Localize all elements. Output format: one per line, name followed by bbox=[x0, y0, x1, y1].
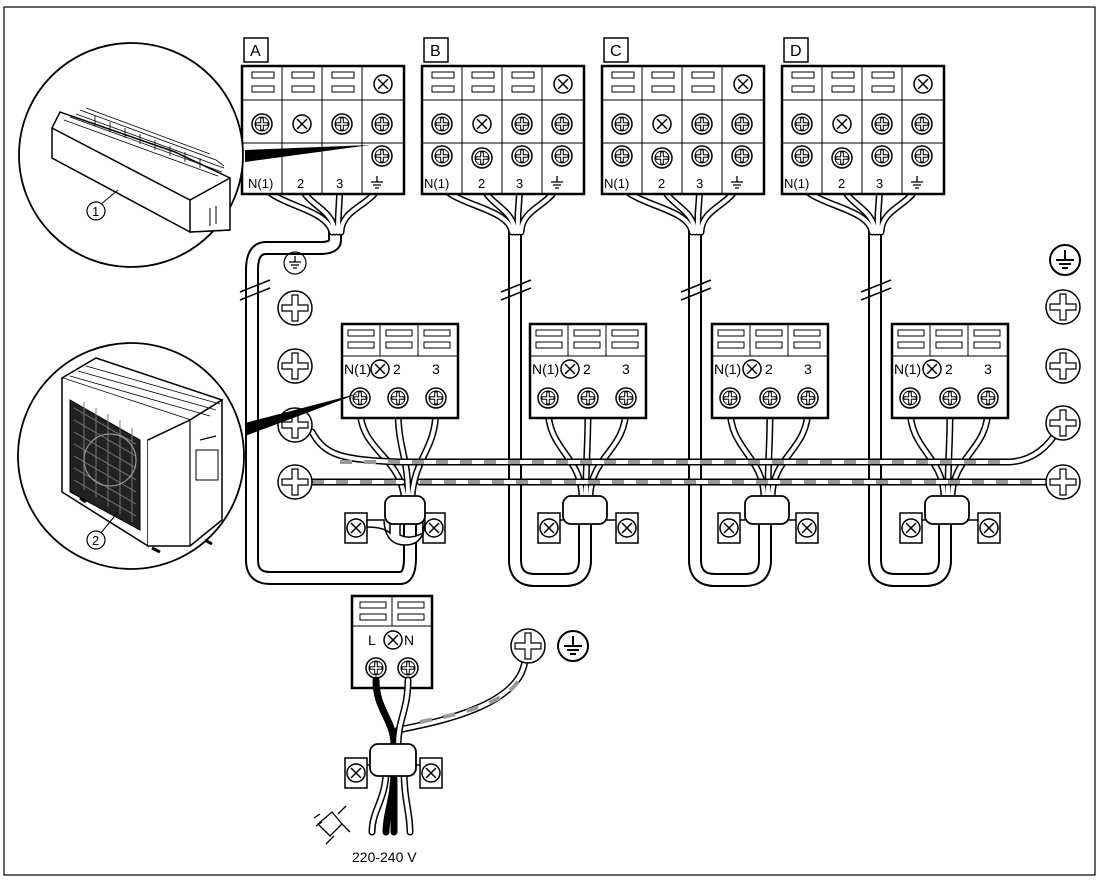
indoor-label-d: D bbox=[790, 43, 802, 60]
outdoor-terminal-2: 2 bbox=[393, 361, 401, 377]
earth-wires bbox=[308, 426, 1064, 734]
outdoor-terminal-3: 3 bbox=[622, 361, 630, 377]
cable-clamp-icon bbox=[344, 495, 1001, 546]
terminal-label-2: 2 bbox=[478, 176, 485, 191]
indoor-wires bbox=[258, 174, 922, 236]
power-plug-icon bbox=[313, 805, 351, 845]
outdoor-terminal-n1: N(1) bbox=[532, 361, 559, 377]
indoor-letter-labels: A B C D bbox=[243, 37, 809, 63]
earth-ground-icon bbox=[1049, 244, 1081, 276]
earth-ground-icon bbox=[557, 630, 589, 662]
terminal-label-n1: N(1) bbox=[424, 176, 449, 191]
outdoor-block-D: N(1) 2 3 bbox=[890, 322, 1010, 420]
terminal-label-2: 2 bbox=[658, 176, 665, 191]
indoor-block-C: N(1) 2 3 bbox=[600, 64, 766, 196]
terminal-label-n1: N(1) bbox=[784, 176, 809, 191]
frame bbox=[3, 6, 1096, 876]
supply-voltage-label: 220-240 V bbox=[352, 849, 417, 865]
terminal-label-3: 3 bbox=[516, 176, 523, 191]
interconnect-cables bbox=[245, 225, 952, 587]
terminal-label-2: 2 bbox=[297, 176, 304, 191]
indoor-block-B: N(1) 2 3 bbox=[420, 64, 586, 196]
terminal-label-2: 2 bbox=[838, 176, 845, 191]
callout-number-1: 1 bbox=[92, 204, 99, 219]
terminal-label-n1: N(1) bbox=[248, 176, 273, 191]
outdoor-terminal-3: 3 bbox=[432, 361, 440, 377]
terminal-label-3: 3 bbox=[696, 176, 703, 191]
indoor-unit-callout: 1 bbox=[18, 42, 370, 268]
indoor-block-A: N(1) 2 3 bbox=[240, 64, 406, 196]
cable-earth-icon bbox=[288, 255, 302, 269]
indoor-block-D: N(1) 2 3 bbox=[780, 64, 946, 196]
outdoor-block-A: N(1) 2 3 bbox=[340, 322, 460, 420]
power-terminal-l: L bbox=[368, 632, 376, 648]
outdoor-terminal-2: 2 bbox=[765, 361, 773, 377]
outdoor-terminal-3: 3 bbox=[804, 361, 812, 377]
indoor-label-c: C bbox=[610, 43, 622, 60]
outdoor-terminal-2: 2 bbox=[945, 361, 953, 377]
outdoor-block-C: N(1) 2 3 bbox=[710, 322, 830, 420]
outdoor-terminal-3: 3 bbox=[984, 361, 992, 377]
outdoor-terminal-n1: N(1) bbox=[714, 361, 741, 377]
cable-earth-ring bbox=[283, 251, 307, 275]
power-terminal-block: L N bbox=[350, 594, 434, 690]
terminal-label-3: 3 bbox=[336, 176, 343, 191]
outdoor-terminal-n1: N(1) bbox=[344, 361, 371, 377]
terminal-label-n1: N(1) bbox=[604, 176, 629, 191]
indoor-unit-illustration bbox=[51, 107, 231, 233]
cable-clamp-icon bbox=[344, 743, 443, 789]
cable-break-marks bbox=[239, 279, 892, 301]
callout-number-2: 2 bbox=[92, 533, 99, 548]
terminal-label-3: 3 bbox=[876, 176, 883, 191]
outdoor-terminal-n1: N(1) bbox=[894, 361, 921, 377]
outdoor-block-B: N(1) 2 3 bbox=[528, 322, 648, 420]
outdoor-unit-illustration bbox=[60, 357, 224, 554]
indoor-label-b: B bbox=[430, 43, 441, 60]
indoor-label-a: A bbox=[250, 43, 261, 60]
outdoor-terminal-2: 2 bbox=[583, 361, 591, 377]
power-terminal-n: N bbox=[404, 632, 414, 648]
outdoor-unit-callout: 2 bbox=[17, 342, 360, 570]
